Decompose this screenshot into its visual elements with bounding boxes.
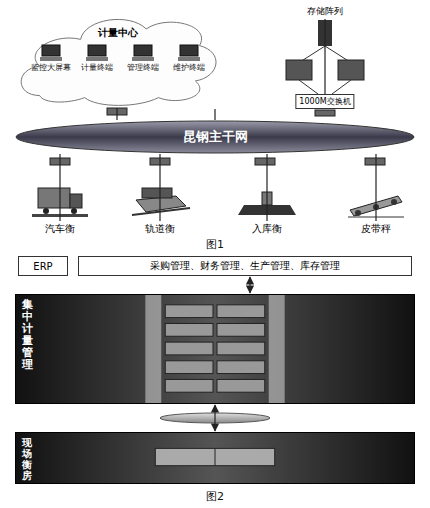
connector: [266, 154, 267, 221]
module-grid: [16, 295, 414, 403]
field-strip: [16, 433, 414, 483]
plainc-node: 汽车衡: [43, 221, 77, 237]
connector: [324, 19, 325, 94]
plainc-node: 存储阵列: [305, 4, 345, 19]
node-label: 存储阵列: [307, 6, 343, 16]
terminal-label: 维护终端: [173, 62, 205, 73]
term-node: 计量终端: [75, 44, 119, 73]
figure-caption: 图1: [206, 237, 224, 252]
connector: [116, 108, 117, 120]
connector: [214, 405, 215, 431]
terminal-icon: [130, 44, 156, 62]
connector: [249, 277, 250, 293]
track-scale: [132, 188, 190, 215]
band-node: 现场衡房: [15, 432, 415, 484]
terminal-label: 计量终端: [81, 62, 113, 73]
connector: [59, 154, 60, 221]
terminal-icon: [84, 44, 110, 62]
box-node: 采购管理、财务管理、生产管理、库存管理: [78, 256, 412, 276]
terminal-label: 监控大屏幕: [31, 62, 71, 73]
terminal-icon: [38, 44, 64, 62]
node-label: 1000M交换机: [299, 97, 350, 106]
plainc-node: 皮带秤: [359, 221, 393, 237]
backbone-label: 昆钢主干网: [183, 128, 248, 146]
band-label: 集中计量管理: [22, 299, 33, 372]
ellipse-node: 昆钢主干网: [15, 120, 415, 154]
node-label: 皮带秤: [361, 223, 391, 234]
term-node: 管理终端: [121, 44, 165, 73]
terminal-label: 管理终端: [127, 62, 159, 73]
node-label: 入库衡: [252, 223, 282, 234]
connector: [214, 109, 215, 120]
cloud-title: 计量中心: [15, 26, 220, 40]
node-label: ERP: [33, 261, 52, 272]
term-node: 维护终端: [167, 44, 211, 73]
term-node: 监控大屏幕: [29, 44, 73, 73]
plainc-node: 轨道衡: [143, 221, 177, 237]
node-label: 采购管理、财务管理、生产管理、库存管理: [150, 259, 340, 273]
connector: [159, 154, 160, 221]
band-node: 集中计量管理: [15, 294, 415, 404]
box-node: ERP: [18, 256, 68, 276]
plainc-node: 入库衡: [250, 221, 284, 237]
figure-caption: 图2: [206, 489, 224, 504]
terminal-icon: [176, 44, 202, 62]
node-label: 汽车衡: [45, 223, 75, 234]
storage-servers: [286, 20, 364, 94]
cloud-node: 计量中心监控大屏幕计量终端 管理终端 维护终端: [15, 4, 220, 108]
node-label: 轨道衡: [145, 223, 175, 234]
band-label: 现场衡房: [22, 437, 32, 481]
connector: [375, 154, 376, 221]
boxc-node: 1000M交换机: [295, 94, 354, 109]
